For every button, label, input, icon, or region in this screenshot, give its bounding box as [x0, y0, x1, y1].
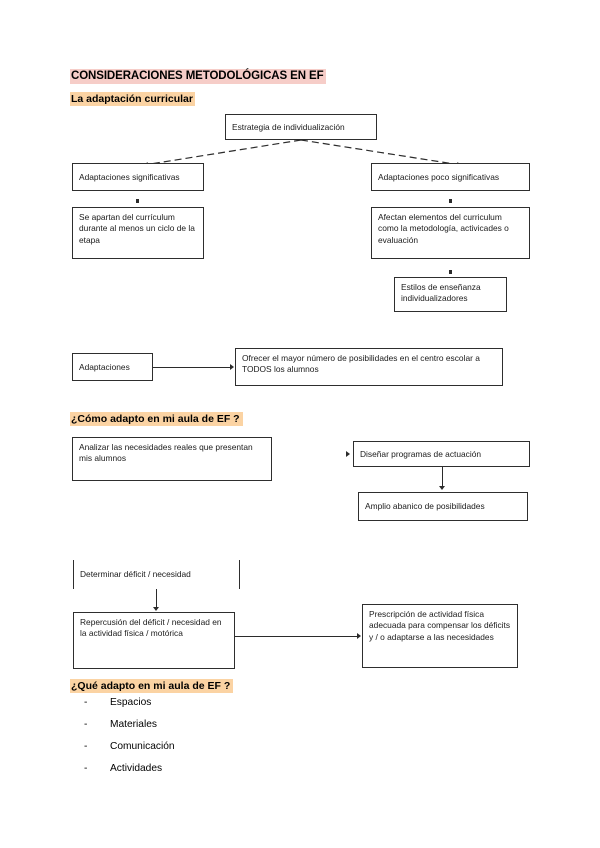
flow-box-estilos-ensenanza: Estilos de enseñanza individualizadores — [394, 277, 507, 312]
list-item: - Comunicación — [84, 741, 344, 763]
flow-box-estrategia-individualizacion: Estrategia de individualización — [225, 114, 377, 140]
section-heading-que-adapto: ¿Qué adapto en mi aula de EF ? — [70, 679, 234, 693]
flow-box-prescripcion-actividad: Prescripción de actividad física adecuad… — [362, 604, 518, 668]
arrow-down-icon-right — [449, 199, 452, 203]
flow-box-label: Estilos de enseñanza individualizadores — [401, 282, 481, 304]
flow-box-label: Determinar déficit / necesidad — [80, 569, 191, 580]
arrow-down-icon-left — [136, 199, 139, 203]
arrow-right-icon-disenar — [346, 451, 350, 457]
document-subtitle: La adaptación curricular — [70, 92, 195, 106]
connector-line-repercusion-prescripcion — [235, 636, 357, 637]
arrow-down-icon-amplio — [439, 486, 445, 490]
flow-box-afectan-elementos-curriculum: Afectan elementos del curriculum como la… — [371, 207, 530, 259]
flow-box-adaptaciones-poco-significativas: Adaptaciones poco significativas — [371, 163, 530, 191]
flow-box-analizar-necesidades: Analizar las necesidades reales que pres… — [72, 437, 272, 481]
bullet-dash-icon: - — [84, 719, 88, 730]
list-item-label: Espacios — [110, 697, 152, 708]
flow-box-se-apartan-curriculum: Se apartan del currículum durante al men… — [72, 207, 204, 259]
flow-box-label: Repercusión del déficit / necesidad en l… — [80, 617, 222, 639]
list-item: - Actividades — [84, 763, 344, 785]
flow-box-determinar-deficit: Determinar déficit / necesidad — [73, 560, 240, 589]
list-item-label: Actividades — [110, 763, 163, 774]
flow-box-label: Adaptaciones — [79, 361, 130, 372]
list-item-label: Materiales — [110, 719, 157, 730]
flow-box-label: Se apartan del currículum durante al men… — [79, 212, 195, 245]
arrow-right-icon-adaptaciones — [230, 364, 234, 370]
flow-box-label: Prescripción de actividad física adecuad… — [369, 609, 511, 642]
flow-box-label: Amplio abanico de posibilidades — [365, 501, 485, 512]
bullet-dash-icon: - — [84, 763, 88, 774]
connector-line-adaptaciones — [153, 367, 230, 368]
list-item: - Espacios — [84, 697, 344, 719]
flow-box-label: Adaptaciones significativas — [79, 171, 180, 182]
connector-line-determinar-repercusion — [156, 589, 157, 609]
arrow-down-icon-repercusion — [153, 607, 159, 611]
flow-box-disenar-programas: Diseñar programas de actuación — [353, 441, 530, 467]
flow-box-repercusion-deficit: Repercusión del déficit / necesidad en l… — [73, 612, 235, 669]
adapt-items-list: - Espacios - Materiales - Comunicación -… — [84, 697, 344, 785]
list-item: - Materiales — [84, 719, 344, 741]
flow-box-amplio-abanico: Amplio abanico de posibilidades — [358, 492, 528, 521]
bullet-dash-icon: - — [84, 741, 88, 752]
bullet-dash-icon: - — [84, 697, 88, 708]
flow-box-label: Adaptaciones poco significativas — [378, 171, 500, 182]
flow-box-label: Analizar las necesidades reales que pres… — [79, 442, 253, 464]
flow-box-ofrecer-posibilidades: Ofrecer el mayor número de posibilidades… — [235, 348, 503, 386]
connector-line-disenar-amplio — [442, 467, 443, 488]
arrow-right-icon-prescripcion — [357, 633, 361, 639]
flow-box-adaptaciones-significativas: Adaptaciones significativas — [72, 163, 204, 191]
list-item-label: Comunicación — [110, 741, 175, 752]
flow-box-label: Ofrecer el mayor número de posibilidades… — [242, 353, 480, 375]
arrow-down-icon-estilos — [449, 270, 452, 274]
page-title: CONSIDERACIONES METODOLÓGICAS EN EF — [70, 69, 326, 84]
flow-box-adaptaciones: Adaptaciones — [72, 353, 153, 381]
section-heading-como-adapto: ¿Cómo adapto en mi aula de EF ? — [70, 412, 243, 426]
flow-box-label: Diseñar programas de actuación — [360, 448, 482, 459]
flow-box-label: Estrategia de individualización — [232, 121, 345, 132]
flow-box-label: Afectan elementos del curriculum como la… — [378, 212, 509, 245]
